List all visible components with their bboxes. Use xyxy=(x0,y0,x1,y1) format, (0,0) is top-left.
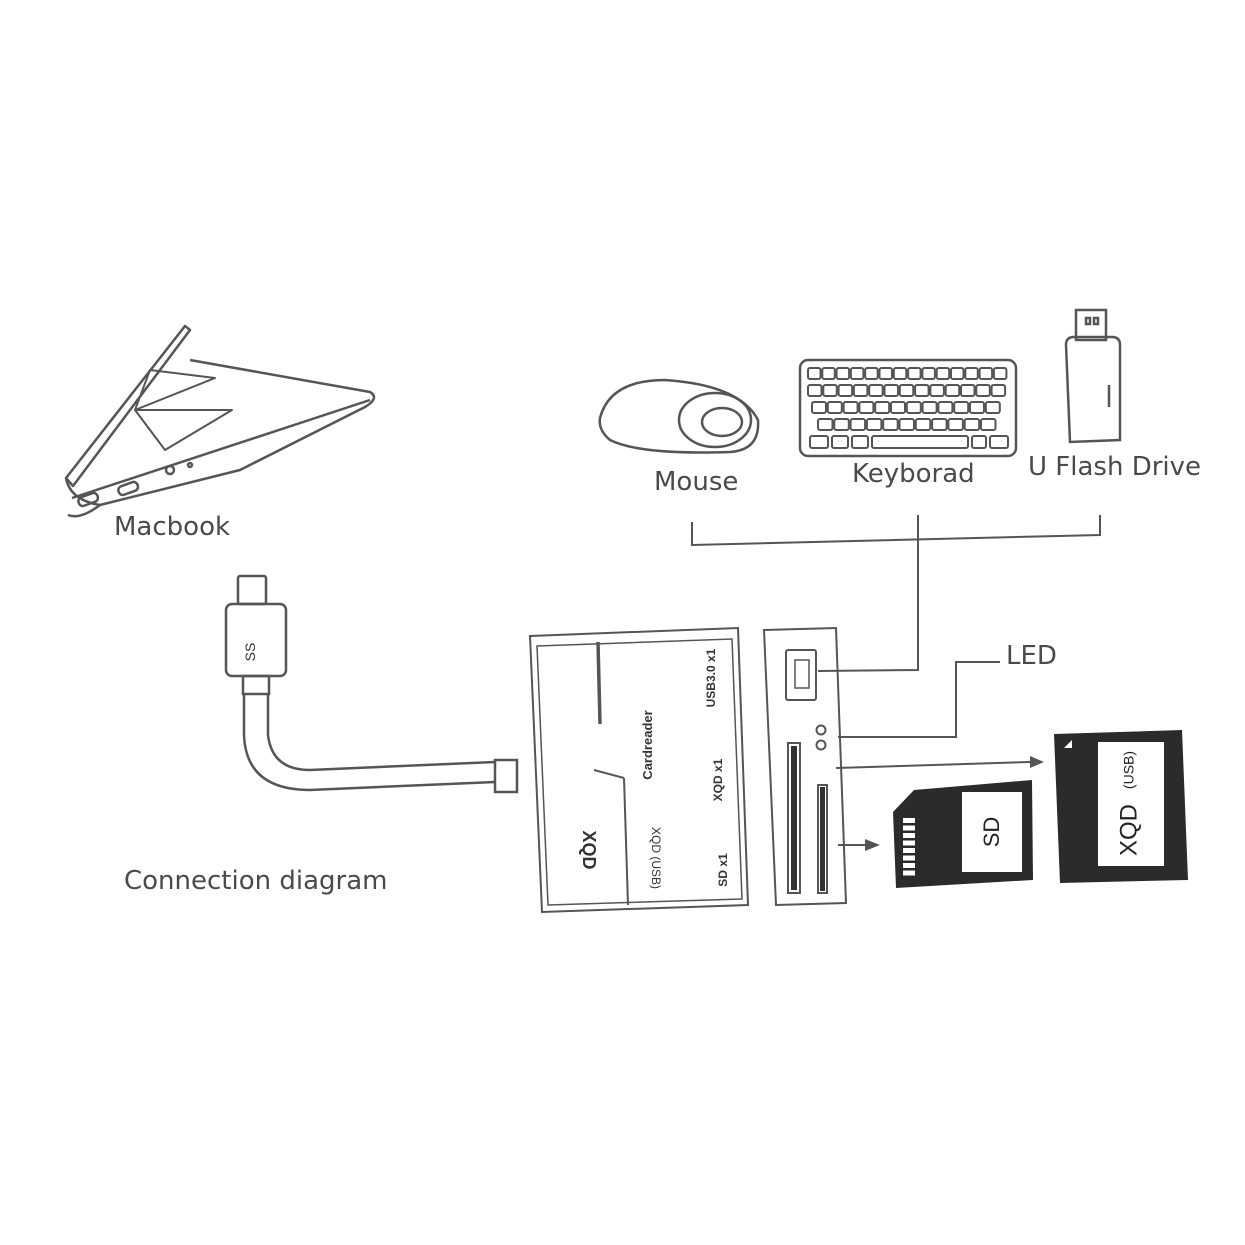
reader-slot-xqd: XQD (USB) xyxy=(649,827,663,889)
mouse-label: Mouse xyxy=(654,467,739,497)
usb-port xyxy=(785,649,817,701)
flash-drive-label: U Flash Drive xyxy=(1028,452,1202,482)
reader-brand: XQD xyxy=(579,830,599,869)
sd-label: SD xyxy=(979,817,1004,848)
connection-label: Connection diagram xyxy=(124,866,388,896)
xqd-label: XQD xyxy=(1115,804,1142,856)
sd-card xyxy=(893,780,1033,888)
xqd-slot xyxy=(787,742,801,894)
reader-name: Cardreader xyxy=(640,710,655,779)
reader-port-usb: USB3.0 x1 xyxy=(704,648,718,707)
laptop-illustration xyxy=(64,324,376,518)
plug-mark: SS xyxy=(242,643,258,662)
macbook-label: Macbook xyxy=(114,512,231,542)
card-reader-body xyxy=(528,626,750,914)
reader-side-panel xyxy=(762,626,848,907)
led-indicator-1 xyxy=(815,724,827,736)
reader-port-sd: SD x1 xyxy=(716,853,730,887)
connector-lines xyxy=(691,515,1101,851)
xqd-card xyxy=(1054,730,1188,883)
usb-c-cable xyxy=(224,574,519,794)
led-indicator-2 xyxy=(815,739,827,751)
reader-port-xqd: XQD x1 xyxy=(711,758,725,801)
led-label: LED xyxy=(1006,641,1057,671)
xqd-sublabel: (USB) xyxy=(1121,751,1137,789)
flash-drive-icon xyxy=(1064,308,1122,444)
sd-slot xyxy=(817,784,828,894)
mouse-icon xyxy=(598,378,760,454)
keyboard-label: Keyborad xyxy=(852,459,975,489)
keyboard-icon xyxy=(798,358,1018,458)
